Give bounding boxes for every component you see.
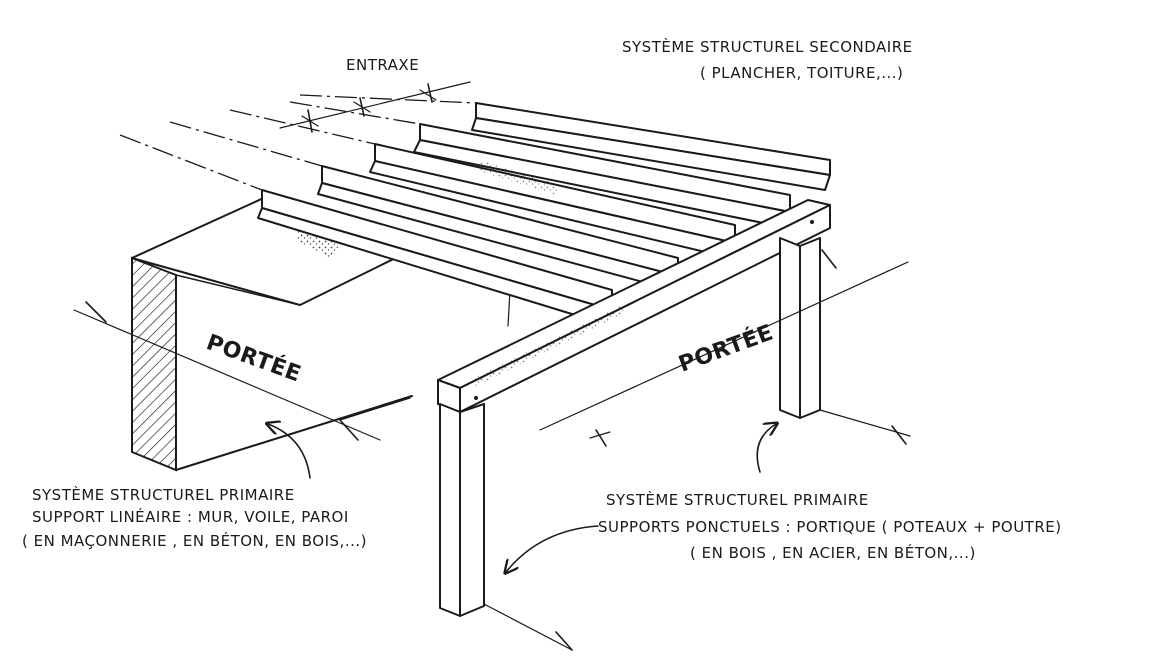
entraxe-label: ENTRAXE (346, 56, 419, 74)
front-post (439, 403, 485, 617)
left-span-label: PORTÉE (203, 329, 305, 387)
entraxe-dimension (279, 81, 471, 133)
left-span-dimension (73, 301, 411, 441)
secondary-system-title: SYSTÈME STRUCTUREL SECONDAIRE (622, 37, 913, 56)
joist-back (471, 102, 831, 191)
axis-lines (119, 94, 477, 191)
leader-arrows (268, 424, 776, 572)
secondary-system-subtitle: ( PLANCHER, TOITURE,...) (700, 64, 903, 82)
right-span-dimension (539, 249, 909, 447)
primary-point-title: SYSTÈME STRUCTUREL PRIMAIRE (606, 490, 869, 509)
primary-linear-title: SYSTÈME STRUCTUREL PRIMAIRE (32, 485, 295, 504)
joist-group (257, 102, 831, 323)
portal-frame (437, 199, 831, 617)
primary-linear-materials: ( EN MAÇONNERIE , EN BÉTON, EN BOIS,...) (22, 531, 367, 550)
right-span-label: PORTÉE (675, 319, 777, 377)
back-post (779, 237, 821, 419)
primary-point-support: SUPPORTS PONCTUELS : PORTIQUE ( POTEAUX … (598, 518, 1062, 536)
primary-point-materials: ( EN BOIS , EN ACIER, EN BÉTON,...) (690, 543, 976, 562)
post-spacing-dimension (483, 409, 911, 651)
primary-linear-support: SUPPORT LINÉAIRE : MUR, VOILE, PAROI (32, 507, 349, 526)
